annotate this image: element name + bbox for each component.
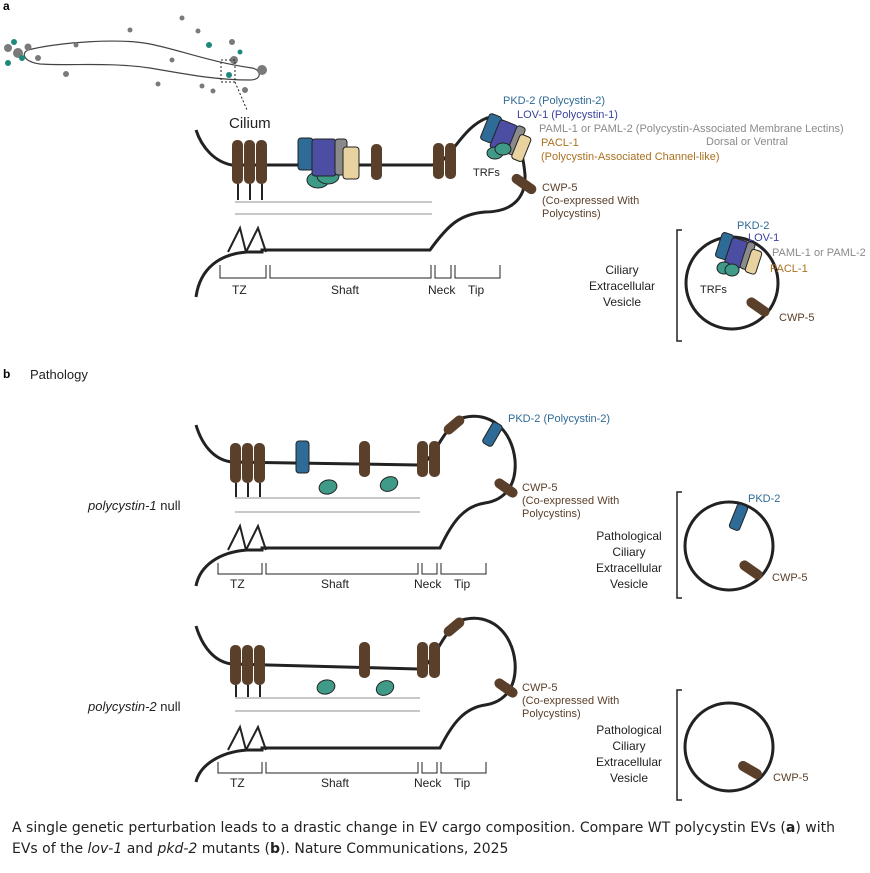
row2-vesicle-label-3: Extracellular bbox=[596, 755, 662, 769]
row2-vesicle-label-1: Pathological bbox=[596, 723, 661, 737]
paml-note: Dorsal or Ventral bbox=[706, 136, 788, 148]
row1-cwp5-title: CWP-5 bbox=[522, 482, 557, 494]
cilium-label: Cilium bbox=[229, 115, 271, 132]
vesicle-label-2: Extracellular bbox=[589, 279, 655, 293]
row1-segment-neck: Neck bbox=[414, 577, 442, 591]
row1-genotype-suffix: null bbox=[157, 498, 181, 513]
row1-vesicle-bracket bbox=[676, 491, 682, 599]
vesicle-lov1-label: LOV-1 bbox=[748, 232, 779, 244]
vesicle-label-3: Vesicle bbox=[603, 295, 641, 309]
vesicle-pkd2-label: PKD-2 bbox=[737, 220, 769, 232]
caption-part5: ). Nature Communications, 2025 bbox=[279, 841, 509, 857]
row1-genotype-gene: polycystin-1 bbox=[87, 498, 157, 513]
row2-segment-tz: TZ bbox=[230, 776, 245, 790]
row2-cwp5-line1: (Co-expressed With bbox=[522, 695, 619, 707]
caption-part2: ) with EVs of the bbox=[12, 820, 835, 857]
row1-vesicle-pkd2-label: PKD-2 bbox=[748, 493, 780, 505]
cwp5-line2: Polycystins) bbox=[542, 208, 601, 220]
pkd2-label: PKD-2 (Polycystin-2) bbox=[503, 95, 605, 107]
row1-cwp5-line1: (Co-expressed With bbox=[522, 495, 619, 507]
row2-vesicle-cwp5-label: CWP-5 bbox=[773, 772, 808, 784]
worm-dots bbox=[4, 15, 267, 94]
row2-cwp5-line2: Polycystins) bbox=[522, 708, 581, 720]
row2-segment-tip: Tip bbox=[454, 776, 471, 790]
segments-b1 bbox=[217, 563, 487, 575]
vesicle-a bbox=[684, 232, 780, 331]
vesicle-paml-label: PAML-1 or PAML-2 bbox=[772, 247, 866, 259]
caption-panel-a-ref: a bbox=[785, 820, 796, 836]
cilium-b2 bbox=[194, 616, 518, 783]
row1-segment-shaft: Shaft bbox=[321, 577, 350, 591]
caption-lov1: lov-1 bbox=[87, 841, 123, 857]
worm-illustration bbox=[4, 15, 267, 111]
row1-vesicle-label-3: Extracellular bbox=[596, 561, 662, 575]
cwp5-title: CWP-5 bbox=[542, 182, 577, 194]
segment-shaft: Shaft bbox=[331, 283, 360, 297]
segment-tz: TZ bbox=[232, 283, 247, 297]
row2-vesicle-label-2: Ciliary bbox=[612, 739, 645, 753]
row2-vesicle-bracket bbox=[676, 689, 682, 801]
row1-pkd2-label: PKD-2 (Polycystin-2) bbox=[508, 413, 610, 425]
row1-cwp5-line2: Polycystins) bbox=[522, 508, 581, 520]
caption-part4: mutants ( bbox=[197, 841, 270, 857]
row2-segment-neck: Neck bbox=[414, 776, 442, 790]
figure-caption: A single genetic perturbation leads to a… bbox=[12, 818, 862, 860]
row2-cwp5-title: CWP-5 bbox=[522, 682, 557, 694]
paml-label: PAML-1 or PAML-2 (Polycystin-Associated … bbox=[539, 123, 844, 135]
caption-part3: and bbox=[122, 841, 158, 857]
vesicle-trfs-label: TRFs bbox=[700, 284, 727, 296]
cilium-a bbox=[194, 113, 537, 298]
panel-a-letter: a bbox=[3, 0, 10, 13]
vesicle-cwp5-label: CWP-5 bbox=[779, 312, 814, 324]
row1-vesicle-label-2: Ciliary bbox=[612, 545, 645, 559]
row1-segment-tz: TZ bbox=[230, 577, 245, 591]
vesicle-bracket bbox=[676, 229, 682, 342]
lov1-label: LOV-1 (Polycystin-1) bbox=[517, 109, 618, 121]
cwp5-line1: (Co-expressed With bbox=[542, 195, 639, 207]
row1-vesicle-cwp5-label: CWP-5 bbox=[772, 572, 807, 584]
row2-vesicle bbox=[683, 701, 775, 793]
segment-neck: Neck bbox=[428, 283, 456, 297]
row2-genotype-suffix: null bbox=[157, 699, 181, 714]
pacl-full: (Polycystin-Associated Channel-like) bbox=[541, 151, 720, 163]
vesicle-label-1: Ciliary bbox=[605, 263, 638, 277]
row1-vesicle-label-1: Pathological bbox=[596, 529, 661, 543]
trfs-label: TRFs bbox=[473, 167, 500, 179]
pacl-title: PACL-1 bbox=[541, 137, 579, 149]
segment-tip: Tip bbox=[468, 283, 485, 297]
panel-b-title: Pathology bbox=[30, 367, 88, 382]
row2-genotype-gene: polycystin-2 bbox=[87, 699, 157, 714]
row2-segment-shaft: Shaft bbox=[321, 776, 350, 790]
panel-b-letter: b bbox=[3, 367, 10, 381]
caption-panel-b-ref: b bbox=[269, 841, 280, 857]
row2-genotype: polycystin-2 null bbox=[87, 699, 181, 714]
row1-segment-tip: Tip bbox=[454, 577, 471, 591]
segments-b2 bbox=[217, 762, 487, 774]
row1-genotype: polycystin-1 null bbox=[87, 498, 181, 513]
row1-vesicle bbox=[683, 500, 775, 592]
cilium-b1 bbox=[194, 414, 518, 587]
row2-vesicle-label-4: Vesicle bbox=[610, 771, 648, 785]
vesicle-pacl-label: PACL-1 bbox=[770, 263, 808, 275]
caption-part1: A single genetic perturbation leads to a… bbox=[12, 820, 786, 836]
segments-a bbox=[219, 265, 501, 279]
row1-vesicle-label-4: Vesicle bbox=[610, 577, 648, 591]
caption-pkd2: pkd-2 bbox=[157, 841, 198, 857]
